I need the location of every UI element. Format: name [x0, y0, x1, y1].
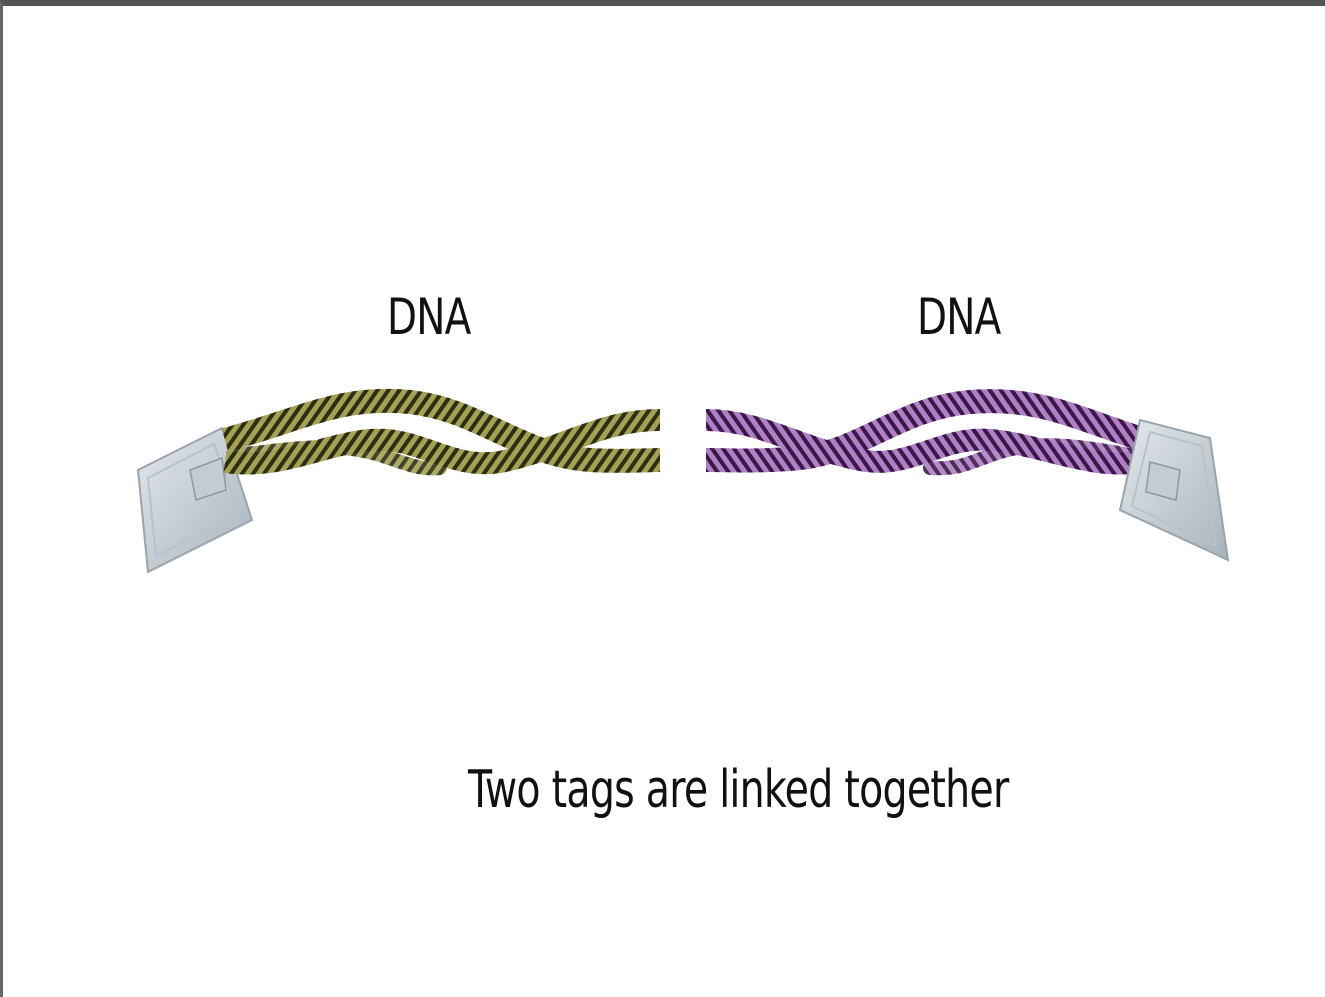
dna-label-right: DNA: [917, 288, 1001, 346]
figure-caption: Two tags are linked together: [468, 760, 1008, 820]
right-dna-strand: [706, 401, 1145, 468]
left-dna-strand: [225, 401, 660, 469]
dna-label-left: DNA: [387, 288, 471, 346]
right-tag-icon: [1120, 420, 1228, 560]
